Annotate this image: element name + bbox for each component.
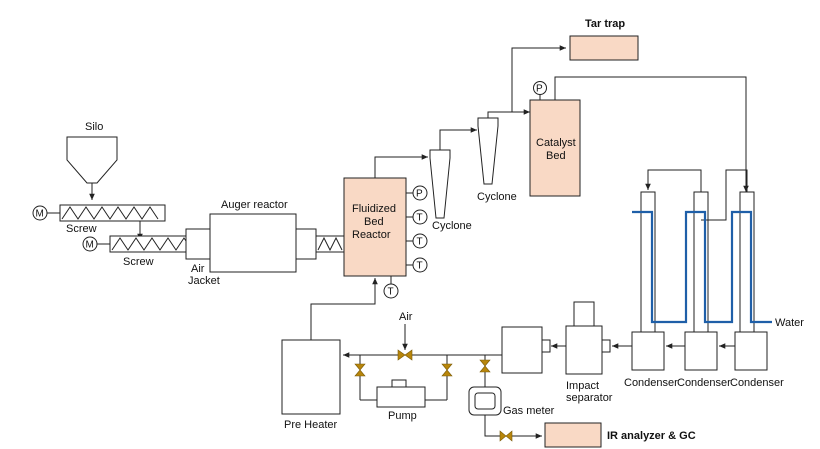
filter-box (501, 326, 543, 374)
condenser-2-pot (684, 331, 718, 371)
motor-1-symbol: M (36, 209, 44, 220)
impact-separator-section: Impact separator (501, 301, 632, 404)
tar-trap: Tar trap (511, 18, 639, 112)
condenser-2-to-1-line (645, 169, 702, 192)
pump-body (376, 386, 426, 408)
pump-left-valve (354, 363, 366, 377)
cooling-water-line (632, 210, 772, 324)
auger-reactor (209, 213, 297, 273)
condenser-1-pot (631, 331, 665, 371)
air-jacket-label-2: Jacket (188, 275, 220, 287)
filter-outlet-port (541, 339, 551, 353)
silo-label: Silo (85, 121, 103, 133)
catalyst-bed-box (529, 99, 581, 197)
screw-1-helix (61, 206, 159, 220)
gas-meter-window (474, 392, 496, 410)
condenser-3-pot (734, 331, 768, 371)
fbr-temp-gauge-1 (412, 209, 428, 225)
auger-outlet-helix (317, 236, 343, 252)
fbr-label-2: Bed (364, 216, 384, 228)
screw-feeder-1: M Screw (32, 204, 166, 240)
analyzer-valve (499, 430, 513, 442)
pump-label: Pump (388, 410, 417, 422)
cyclone2-to-catalyst-line (487, 109, 530, 118)
auger-reactor-section: Air Jacket Auger reactor (185, 199, 345, 287)
condenser-1-label: Condenser (624, 377, 678, 389)
recirculation-loop: Air Pump Gas meter (343, 311, 555, 442)
fbr-temp-symbol-2: T (417, 237, 423, 248)
catalyst-label-1: Catalyst (536, 137, 576, 149)
fbr-temp-gauge-2 (412, 233, 428, 249)
air-jacket-left (185, 228, 211, 260)
ir-analyzer: IR analyzer & GC (544, 422, 696, 448)
fbr-bottom-temp-gauge (383, 283, 399, 299)
catalyst-to-condenser-line (554, 76, 749, 192)
impact-separator-label-1: Impact (566, 380, 599, 392)
pre-heater: Pre Heater (281, 278, 378, 431)
fbr-temp-symbol-3: T (417, 261, 423, 272)
impact-separator-body (565, 325, 603, 375)
cyclone-1-label: Cyclone (432, 220, 472, 232)
fbr-pressure-gauge (412, 185, 428, 201)
air-valve (397, 349, 413, 361)
fbr-temp-gauge-3 (412, 257, 428, 273)
tar-trap-label: Tar trap (585, 18, 625, 30)
cyclones: Cyclone Cyclone (429, 109, 530, 232)
air-jacket-right (295, 228, 317, 260)
to-analyzer-line (484, 415, 542, 439)
impact-separator-label-2: separator (566, 392, 613, 404)
catalyst-bed: Catalyst Bed P (529, 76, 749, 197)
condenser-3-to-2-line (701, 169, 748, 221)
catalyst-pressure-symbol: P (536, 84, 543, 95)
fbr-to-cyclone-line (374, 154, 428, 178)
silo: Silo (66, 121, 118, 200)
fbr-pressure-symbol: P (416, 189, 423, 200)
tar-trap-box (569, 35, 639, 61)
screw-1-label: Screw (66, 223, 97, 235)
pre-heater-label: Pre Heater (284, 419, 338, 431)
screw-1-body (59, 204, 166, 222)
pump-right-valve (441, 363, 453, 377)
motor-2-symbol: M (86, 240, 94, 251)
silo-hopper (66, 136, 118, 184)
ir-analyzer-box (544, 422, 602, 448)
to-tar-trap-line (511, 45, 566, 112)
fbr-label-1: Fluidized (352, 203, 396, 215)
air-jacket-label-1: Air (191, 263, 205, 275)
water-label: Water (775, 317, 804, 329)
cyclone1-to-cyclone2-line (439, 127, 477, 150)
fluidized-bed-reactor-body (343, 177, 407, 277)
gas-meter-valve (479, 359, 491, 373)
cyclone-2-label: Cyclone (477, 191, 517, 203)
catalyst-pressure-gauge (533, 81, 547, 95)
pump-head (391, 379, 407, 388)
condenser-2-label: Condenser (677, 377, 731, 389)
cyclone-2 (477, 117, 499, 185)
fbr-bottom-temp-symbol: T (388, 287, 394, 298)
catalyst-label-2: Bed (546, 150, 566, 162)
preheater-to-fbr-line (310, 278, 378, 340)
screw-2-label: Screw (123, 256, 154, 268)
condenser-3-label: Condenser (730, 377, 784, 389)
air-label: Air (399, 311, 413, 323)
fluidized-bed-reactor: Fluidized Bed Reactor P T T T T (343, 154, 428, 299)
pre-heater-box (281, 339, 341, 415)
ir-analyzer-label: IR analyzer & GC (607, 430, 696, 442)
auger-reactor-label: Auger reactor (221, 199, 288, 211)
cyclone-1 (429, 149, 451, 219)
separator-inlet-port (601, 339, 611, 353)
gas-meter-label: Gas meter (503, 405, 555, 417)
impact-separator-top (573, 301, 595, 327)
fbr-label-3: Reactor (352, 229, 391, 241)
condensers: Water Condenser Condenser Condenser (624, 169, 804, 389)
fbr-temp-symbol-1: T (417, 213, 423, 224)
